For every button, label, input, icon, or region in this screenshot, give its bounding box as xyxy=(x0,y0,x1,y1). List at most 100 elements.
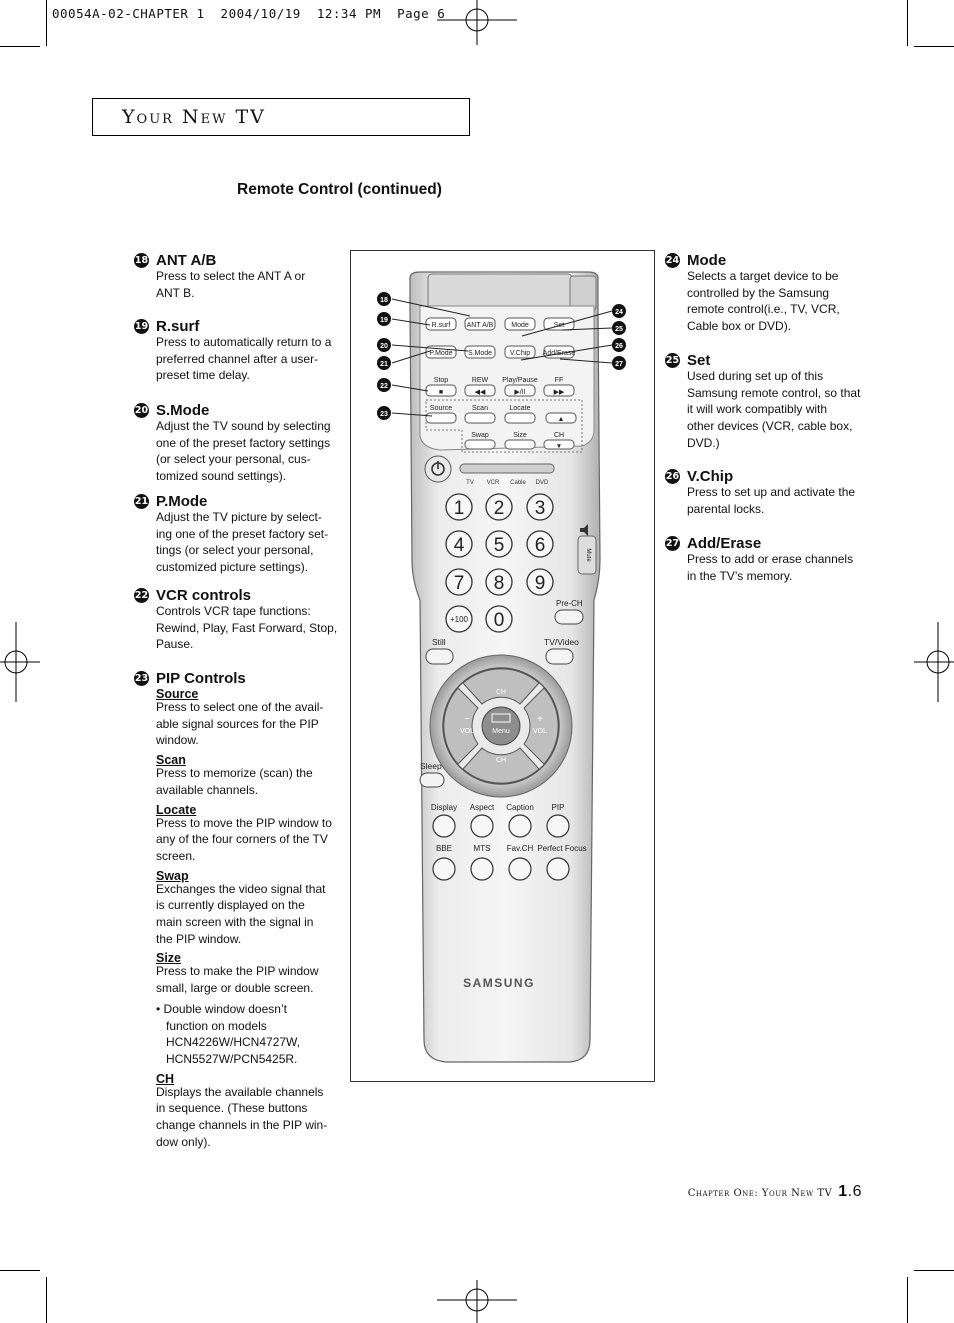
pip-button[interactable] xyxy=(464,439,496,450)
callout-line xyxy=(391,298,471,317)
pip-button[interactable] xyxy=(504,412,536,424)
mute-side-button[interactable] xyxy=(577,535,597,575)
callout-line xyxy=(521,310,613,337)
digit-label: 7 xyxy=(454,573,465,594)
tv-video-label: TV/Video xyxy=(544,637,579,647)
vol-down-button[interactable] xyxy=(443,687,479,765)
entry-description: Adjust the TV sound by selecting one of … xyxy=(156,419,331,484)
digit-label: +100 xyxy=(450,615,469,624)
digit-button-5[interactable] xyxy=(485,530,513,558)
pip-button[interactable] xyxy=(543,439,575,450)
pip-button[interactable] xyxy=(425,412,457,424)
transport-label: Play/Pause xyxy=(502,377,538,384)
still-button[interactable] xyxy=(425,648,454,665)
remote-button-set[interactable] xyxy=(543,317,575,331)
function-button-aspect[interactable] xyxy=(470,814,494,838)
digit-button-0[interactable] xyxy=(485,605,513,633)
entry-title: P.Mode xyxy=(156,492,208,510)
mode-label: DVD xyxy=(536,480,549,486)
callout-badge xyxy=(377,312,391,326)
function-button-mts[interactable] xyxy=(470,857,494,881)
pip-button[interactable] xyxy=(504,439,536,450)
function-button-caption[interactable] xyxy=(508,814,532,838)
callout-number: 27 xyxy=(615,361,623,368)
callout-badge xyxy=(377,338,391,352)
remote-button-v-chip[interactable] xyxy=(504,345,536,359)
transport-button[interactable] xyxy=(543,384,575,397)
function-label: MTS xyxy=(474,844,491,853)
remote-button-label: R.surf xyxy=(432,322,451,329)
plus-icon: + xyxy=(537,714,543,725)
menu-button[interactable] xyxy=(481,706,521,746)
transport-button[interactable] xyxy=(504,384,536,397)
callout-badge xyxy=(612,338,626,352)
mode-slider[interactable] xyxy=(459,463,555,474)
mode-label: Cable xyxy=(510,480,526,486)
entry-title: S.Mode xyxy=(156,401,210,419)
mute-label: Mute xyxy=(585,548,591,562)
function-button-pip[interactable] xyxy=(546,814,570,838)
callout-line xyxy=(391,344,469,352)
sleep-label: Sleep xyxy=(420,761,442,771)
number-badge: 25 xyxy=(665,352,680,368)
page-footer: Chapter One: Your New TV 1.6 xyxy=(688,1183,862,1201)
digit-button-4[interactable] xyxy=(445,530,473,558)
callout-line xyxy=(391,318,431,326)
callout-number: 24 xyxy=(615,309,623,316)
digit-button-3[interactable] xyxy=(526,493,554,521)
callout-badge xyxy=(612,321,626,335)
entry-title: ANT A/B xyxy=(156,251,217,269)
function-button-perfect-focus[interactable] xyxy=(546,857,570,881)
sleep-button[interactable] xyxy=(419,772,445,788)
digit-button-2[interactable] xyxy=(485,493,513,521)
function-button-fav-ch[interactable] xyxy=(508,857,532,881)
function-button-bbe[interactable] xyxy=(432,857,456,881)
digit-button-1[interactable] xyxy=(445,493,473,521)
digit-label: 8 xyxy=(494,573,505,594)
ch-down-button[interactable] xyxy=(462,747,540,784)
bullet-note: • Double window doesn’t function on mode… xyxy=(156,1001,301,1066)
pip-label: Size xyxy=(513,432,527,439)
digit-label: 3 xyxy=(535,498,546,519)
pip-ch-up-button[interactable] xyxy=(545,412,577,424)
footer-chapter: Chapter One: Your New TV xyxy=(687,1188,833,1199)
remote-button-ant-a-b[interactable] xyxy=(464,317,496,331)
transport-label: FF xyxy=(555,377,564,384)
remote-button-label: S.Mode xyxy=(468,350,492,357)
digit-label: 6 xyxy=(535,535,546,556)
callout-badge xyxy=(377,378,391,392)
function-label: Caption xyxy=(506,803,534,812)
number-badge: 21 xyxy=(134,493,149,509)
digit-button-8[interactable] xyxy=(485,568,513,596)
function-button-display[interactable] xyxy=(432,814,456,838)
digit-button-+100[interactable] xyxy=(445,605,473,633)
remote-button-s-mode[interactable] xyxy=(464,345,496,359)
function-label: Display xyxy=(431,803,457,812)
sub-label: CH xyxy=(156,1071,175,1086)
digit-button-9[interactable] xyxy=(526,568,554,596)
digit-button-6[interactable] xyxy=(526,530,554,558)
callout-badge xyxy=(377,292,391,306)
vol-up-button[interactable] xyxy=(523,687,559,765)
remote-button-mode[interactable] xyxy=(504,317,536,331)
entry-description: Adjust the TV picture by select- ing one… xyxy=(156,510,329,575)
remote-illustration-frame xyxy=(350,250,655,1082)
menu-label: Menu xyxy=(492,728,510,735)
transport-button[interactable] xyxy=(464,384,496,397)
tv-video-button[interactable] xyxy=(545,648,574,665)
callout-badge xyxy=(377,406,391,420)
number-badge: 22 xyxy=(134,587,149,603)
callout-line xyxy=(391,412,433,417)
pre-ch-button[interactable] xyxy=(554,609,584,625)
mute-speaker-icon xyxy=(580,524,588,536)
ch-up-button[interactable] xyxy=(462,668,540,705)
sub-label: Source xyxy=(156,687,199,701)
pip-button[interactable] xyxy=(464,412,496,424)
entry-pmode: 21 P.Mode Adjust the TV picture by select… xyxy=(134,491,341,576)
callout-line xyxy=(559,358,613,364)
digit-button-7[interactable] xyxy=(445,568,473,596)
sub-description: Exchanges the video signal that is curre… xyxy=(156,881,326,946)
